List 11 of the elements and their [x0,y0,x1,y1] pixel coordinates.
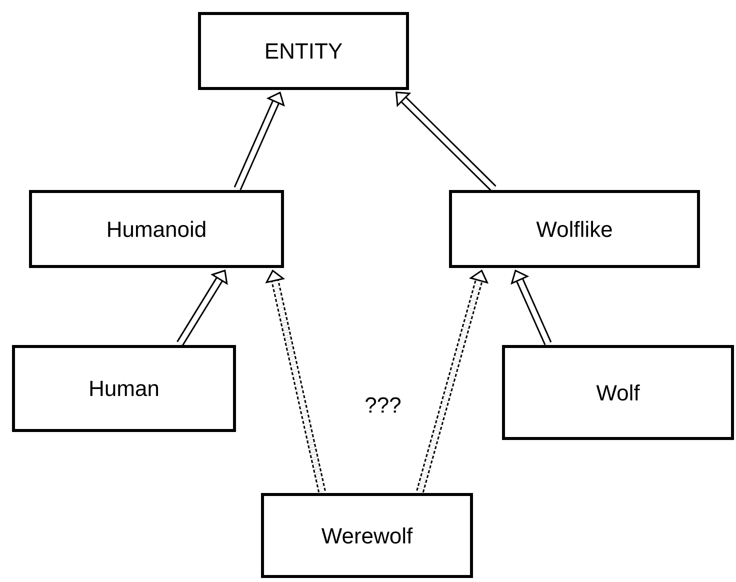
entity-box: ENTITY [198,12,409,90]
inheritance-arrow [176,270,228,346]
entity-box: Wolf [502,345,734,440]
entity-box: Werewolf [261,493,473,578]
entity-box: Human [12,345,236,432]
inheritance-arrow [265,270,326,492]
entity-box: Humanoid [29,190,284,268]
inheritance-arrow [396,92,496,192]
inheritance-arrow [510,270,552,346]
entity-box: Wolflike [449,190,700,268]
question-label: ??? [366,397,401,413]
